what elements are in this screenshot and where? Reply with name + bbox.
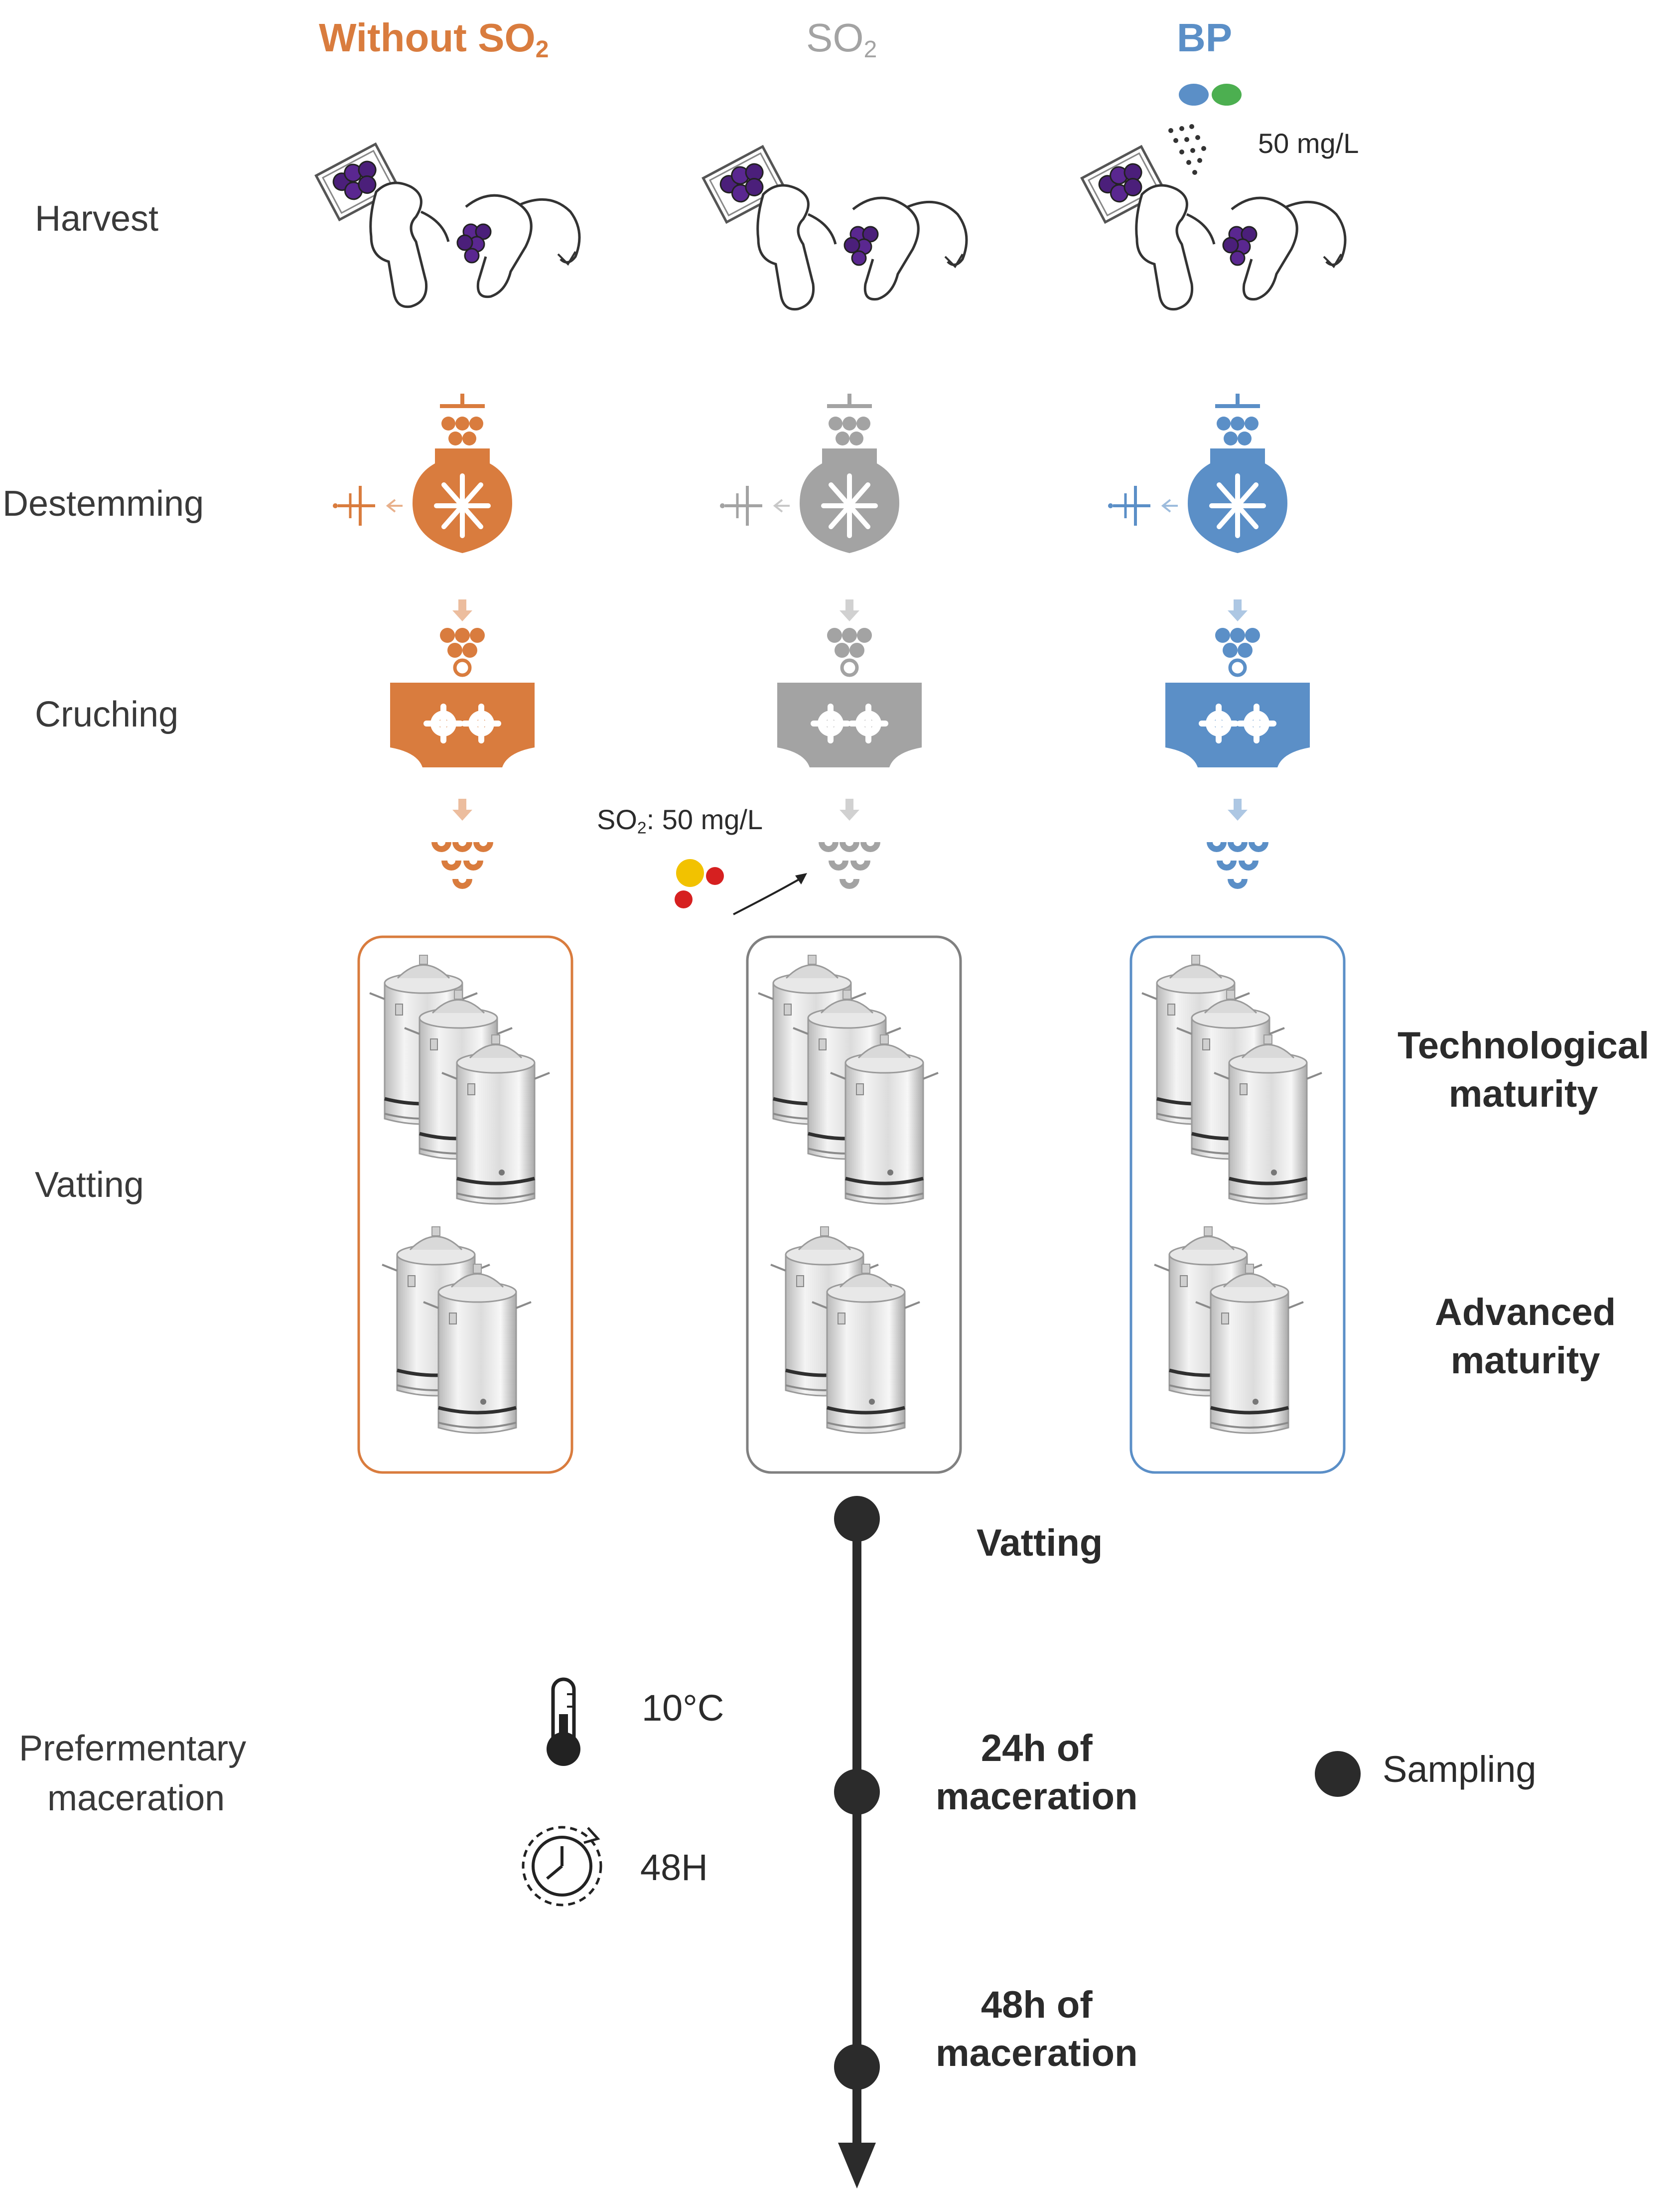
timeline-label-24h: 24h of maceration	[936, 1724, 1138, 1821]
column-header-without-so2: Without SO2	[319, 15, 549, 63]
crusher-icon-bp	[1165, 628, 1310, 767]
crushed-berries-icon-so2	[819, 842, 880, 889]
stage-vatting: Vatting	[35, 1165, 144, 1205]
maturity-technological: Technological maturity	[1398, 1022, 1649, 1119]
timeline-label-48h: 48h of maceration	[936, 1981, 1138, 2078]
so2-molecule-icon	[675, 859, 724, 908]
spray-icon	[1168, 124, 1206, 175]
stage-harvest: Harvest	[35, 199, 159, 239]
timeline-label-vatting-line1: Vatting	[977, 1522, 1103, 1564]
harvest-icon-bp	[1082, 146, 1345, 309]
vat-group-box-without	[357, 935, 573, 1474]
crusher-icon-without	[390, 628, 535, 767]
down-arrow-icon	[452, 799, 472, 821]
tank-icon	[442, 1035, 550, 1204]
tank-icon	[1196, 1264, 1303, 1433]
maturity-advanced-line1: Advanced	[1435, 1291, 1616, 1333]
column-header-so2-label: SO	[806, 15, 864, 60]
thermometer-icon	[547, 1677, 580, 1766]
destemmer-icon-so2	[720, 394, 899, 553]
condition-duration: 48H	[640, 1847, 708, 1888]
vat-group-box-bp	[1129, 935, 1346, 1474]
maturity-advanced-line2: maturity	[1450, 1339, 1600, 1382]
curved-arrow-icon	[733, 873, 807, 915]
column-header-so2: SO2	[806, 15, 877, 63]
harvest-icon-without	[316, 144, 579, 306]
timeline	[834, 1496, 880, 2189]
condition-temperature: 10°C	[642, 1687, 724, 1729]
maturity-technological-line1: Technological	[1398, 1024, 1650, 1067]
yeast-bioprotection-icon	[1179, 84, 1242, 106]
column-header-bp-label: BP	[1177, 15, 1233, 60]
timeline-arrowhead-icon	[838, 2143, 876, 2189]
tank-icon	[831, 1035, 938, 1204]
destemmer-icon-bp	[1108, 394, 1287, 553]
column-header-without-label: Without SO	[319, 15, 536, 60]
crushed-berries-icon-bp	[1207, 842, 1268, 889]
harvest-icon-so2	[703, 146, 967, 309]
tank-icon	[423, 1264, 531, 1433]
down-arrow-icon	[840, 599, 859, 621]
stage-prefermentary-line1: Prefermentary	[19, 1729, 247, 1768]
crushed-berries-icon-without	[431, 842, 493, 889]
so2-addition-label: SO2: 50 mg/L	[597, 803, 763, 838]
timeline-point-48h	[834, 2044, 880, 2090]
down-arrow-icon	[452, 599, 472, 621]
timeline-label-vatting: Vatting	[977, 1519, 1103, 1567]
destemmer-icon-without	[333, 394, 512, 553]
stage-prefermentary-line2: maceration	[47, 1778, 225, 1818]
timeline-label-24h-line1: 24h of	[980, 1727, 1093, 1769]
tank-icon	[1214, 1035, 1322, 1204]
timeline-point-24h	[834, 1769, 880, 1815]
legend-sampling-dot	[1315, 1751, 1361, 1797]
timeline-label-48h-line2: maceration	[936, 2032, 1138, 2075]
timer-icon	[522, 1826, 602, 1906]
timeline-point-vatting	[834, 1496, 880, 1542]
timeline-label-24h-line2: maceration	[936, 1775, 1138, 1818]
down-arrow-icon	[1228, 799, 1248, 821]
stage-destemming: Destemming	[2, 484, 204, 524]
maturity-technological-line2: maturity	[1448, 1073, 1598, 1116]
crusher-icon-so2	[777, 628, 922, 767]
down-arrow-icon	[1228, 599, 1248, 621]
so2-addition-sub: 2	[637, 819, 647, 838]
down-arrow-icon	[840, 799, 859, 821]
vat-group-box-so2	[746, 935, 962, 1474]
tank-icon	[812, 1264, 920, 1433]
legend-sampling-label: Sampling	[1383, 1749, 1537, 1790]
timeline-label-48h-line1: 48h of	[980, 1984, 1093, 2026]
stage-cruching: Cruching	[35, 695, 179, 734]
column-header-without-sub: 2	[535, 36, 549, 63]
maturity-advanced: Advanced maturity	[1435, 1288, 1616, 1385]
bp-dose-label: 50 mg/L	[1258, 128, 1359, 159]
column-header-so2-sub: 2	[863, 36, 877, 63]
so2-addition-prefix: SO	[597, 804, 637, 835]
so2-addition-suffix: : 50 mg/L	[646, 804, 763, 835]
column-header-bp: BP	[1177, 15, 1232, 61]
